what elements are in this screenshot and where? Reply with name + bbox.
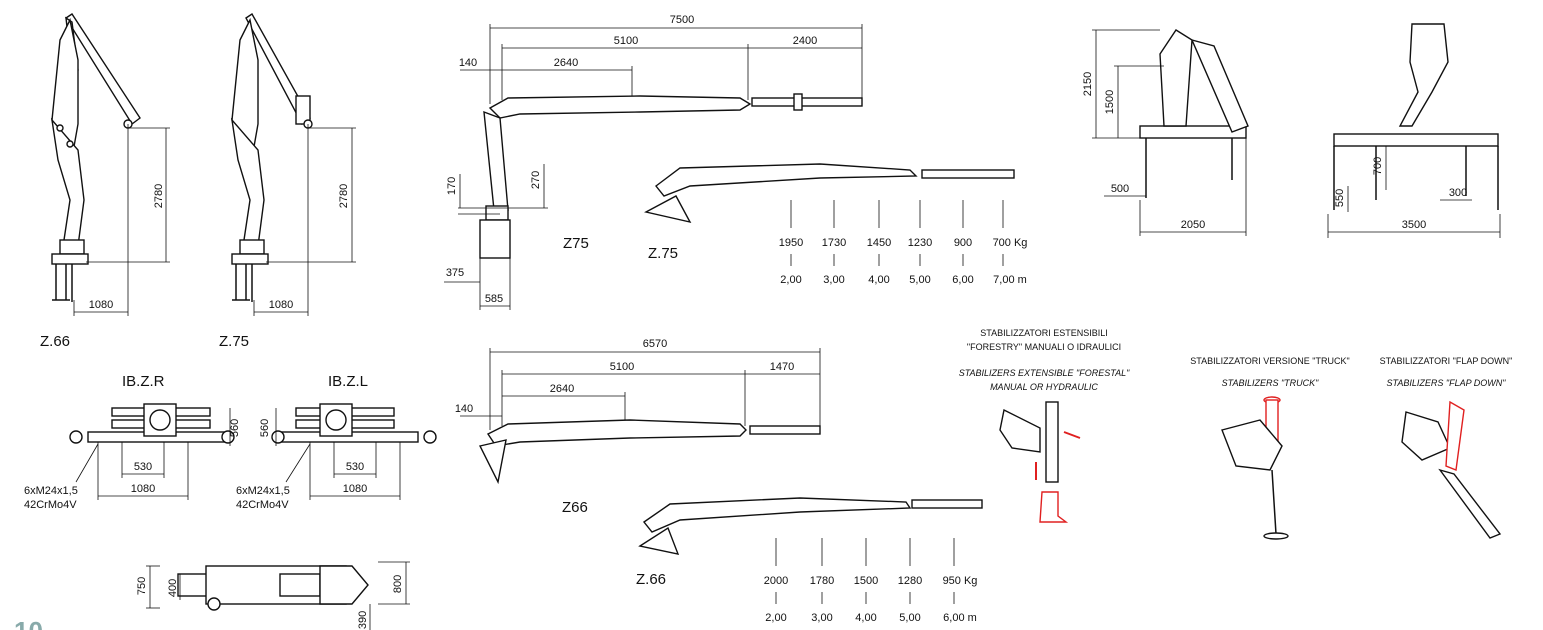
z75-loaded-boom-label: Z.75	[648, 245, 678, 262]
z75-load-cell: 700 Kg	[993, 237, 1028, 249]
z75-reach-cell: 4,00	[868, 274, 889, 286]
z66-dim-2640: 2640	[550, 383, 574, 395]
front-dim-300: 300	[1449, 187, 1467, 199]
z75-reach-cell: 2,00	[780, 274, 801, 286]
z75-dim-170: 170	[446, 177, 458, 195]
z75-dim-5100: 5100	[614, 35, 638, 47]
z75-load-cell: 900	[954, 237, 972, 249]
front-view-stabilizers: 2150 1500 500 2050 700 550 300 3500	[1082, 23, 1501, 238]
z66-crane-side-view: 2780 1080 Z.66	[40, 13, 170, 350]
z75-load-cell: 1950	[779, 237, 803, 249]
stabilizer-truck: STABILIZZATORI VERSIONE "TRUCK" STABILIZ…	[1190, 356, 1350, 540]
top-dim-390: 390	[357, 611, 369, 629]
z75-dim-2640: 2640	[554, 57, 578, 69]
z75-side-label: Z.75	[219, 333, 249, 350]
base-left-material: 42CrMo4V	[236, 499, 289, 511]
z75-load-cell: 1730	[822, 237, 846, 249]
z75-width-dim: 1080	[269, 299, 293, 311]
z66-load-table: 2000 1780 1500 1280 950 Kg 2,00 3,00 4,0…	[764, 538, 978, 624]
top-dim-800: 800	[392, 575, 404, 593]
forestry-caption-en-2: MANUAL OR HYDRAULIC	[990, 382, 1098, 392]
z75-reach-cell: 6,00	[952, 274, 973, 286]
z66-load-cell: 2000	[764, 575, 788, 587]
z75-load-cell: 1450	[867, 237, 891, 249]
base-right-bolt-spec: 6xM24x1,5	[24, 485, 78, 497]
stabilizer-forestry: STABILIZZATORI ESTENSIBILI "FORESTRY" MA…	[959, 328, 1130, 523]
base-right-dim-1080: 1080	[131, 483, 155, 495]
z66-reach-cell: 3,00	[811, 612, 832, 624]
forestry-caption-it-1: STABILIZZATORI ESTENSIBILI	[980, 328, 1108, 338]
z75-dim-2400: 2400	[793, 35, 817, 47]
z75-dim-140: 140	[459, 57, 477, 69]
base-right-dim-560: 560	[229, 419, 241, 437]
front-dim-2050: 2050	[1181, 219, 1205, 231]
front-dim-3500: 3500	[1402, 219, 1426, 231]
z75-boom-drawing: 7500 5100 2400 140 2640 170 270 375 585 …	[444, 14, 1027, 310]
z66-dim-140: 140	[455, 403, 473, 415]
z75-total-reach-dim: 7500	[670, 14, 694, 26]
z75-load-cell: 1230	[908, 237, 932, 249]
top-view: 750 400 800 390	[136, 561, 410, 630]
forestry-caption-it-2: "FORESTRY" MANUALI O IDRAULICI	[967, 342, 1121, 352]
z66-boom-drawing: 6570 5100 1470 140 2640 Z66 Z.66 2000 17…	[455, 338, 983, 624]
stabilizer-flap-down: STABILIZZATORI "FLAP DOWN" STABILIZERS "…	[1380, 356, 1513, 539]
base-left-bolt-spec: 6xM24x1,5	[236, 485, 290, 497]
truck-caption-it: STABILIZZATORI VERSIONE "TRUCK"	[1190, 356, 1349, 366]
z66-reach-cell: 4,00	[855, 612, 876, 624]
base-left: IB.Z.L 560 530 1080 6xM24x1,5 42CrMo4V	[236, 373, 437, 511]
base-left-dim-1080: 1080	[343, 483, 367, 495]
z66-boom-label: Z66	[562, 499, 588, 516]
z66-height-dim: 2780	[153, 184, 165, 208]
front-dim-1500: 1500	[1104, 90, 1116, 114]
z66-side-label: Z.66	[40, 333, 70, 350]
truck-caption-en: STABILIZERS "TRUCK"	[1222, 378, 1320, 388]
z75-reach-cell: 3,00	[823, 274, 844, 286]
z75-dim-375: 375	[446, 267, 464, 279]
z66-dim-1470: 1470	[770, 361, 794, 373]
z75-dim-585: 585	[485, 293, 503, 305]
z75-height-dim: 2780	[338, 184, 350, 208]
z66-load-cell: 950 Kg	[943, 575, 978, 587]
z75-reach-cell: 7,00 m	[993, 274, 1027, 286]
base-right-dim-530: 530	[134, 461, 152, 473]
front-dim-500: 500	[1111, 183, 1129, 195]
z66-load-cell: 1780	[810, 575, 834, 587]
z66-reach-cell: 5,00	[899, 612, 920, 624]
front-dim-550: 550	[1334, 189, 1346, 207]
base-right-title: IB.Z.R	[122, 373, 165, 390]
flap-caption-it: STABILIZZATORI "FLAP DOWN"	[1380, 356, 1513, 366]
z66-total-reach-dim: 6570	[643, 338, 667, 350]
z66-reach-cell: 2,00	[765, 612, 786, 624]
base-right-material: 42CrMo4V	[24, 499, 77, 511]
z66-loaded-boom-label: Z.66	[636, 571, 666, 588]
top-dim-400: 400	[167, 579, 179, 597]
forestry-caption-en-1: STABILIZERS EXTENSIBLE "FORESTAL"	[959, 368, 1130, 378]
flap-caption-en: STABILIZERS "FLAP DOWN"	[1387, 378, 1507, 388]
top-dim-750: 750	[136, 577, 148, 595]
z66-load-cell: 1500	[854, 575, 878, 587]
z75-load-table: 1950 1730 1450 1230 900 700 Kg 2,00 3,00…	[779, 200, 1028, 286]
front-dim-700: 700	[1372, 157, 1384, 175]
z66-dim-5100: 5100	[610, 361, 634, 373]
front-dim-2150: 2150	[1082, 72, 1094, 96]
base-left-dim-530: 530	[346, 461, 364, 473]
z75-dim-270: 270	[530, 171, 542, 189]
z75-crane-side-view: 2780 1080 Z.75	[219, 12, 356, 350]
base-left-title: IB.Z.L	[328, 373, 368, 390]
page-number: 10	[14, 616, 43, 630]
z66-reach-cell: 6,00 m	[943, 612, 977, 624]
z75-reach-cell: 5,00	[909, 274, 930, 286]
z66-load-cell: 1280	[898, 575, 922, 587]
base-right: IB.Z.R 560 530 1080 6xM24x1,5 42CrMo4V	[24, 373, 241, 511]
base-left-dim-560: 560	[259, 419, 271, 437]
z66-width-dim: 1080	[89, 299, 113, 311]
z75-boom-label: Z75	[563, 235, 589, 252]
